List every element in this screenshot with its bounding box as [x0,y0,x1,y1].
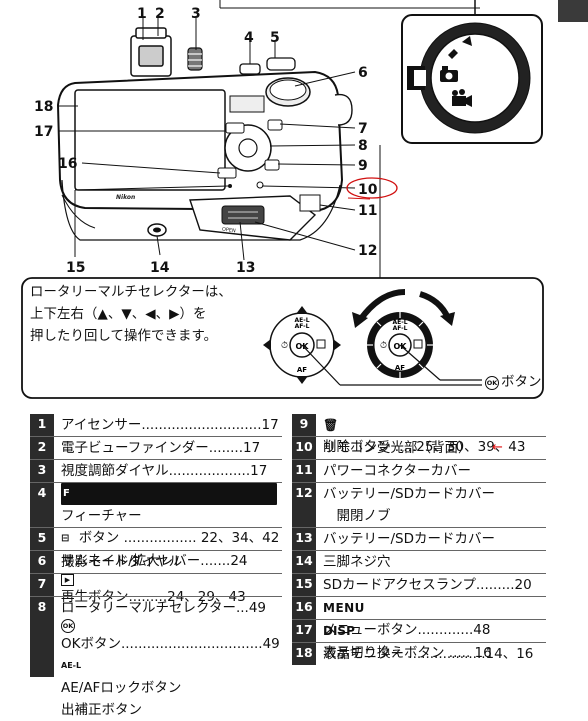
disp-icon: DISP [323,624,355,638]
mode-dial-body [265,77,311,107]
svg-text:OK: OK [296,342,310,351]
legend-item: 14 三脚ネジ穴 [292,551,391,573]
play-icon: ▶ [61,574,74,586]
callout-1: 1 [137,6,147,22]
selector-hint: ロータリーマルチセレクターは、 上下左右（▲、▼、◀、▶）を 押したり回して操作… [30,285,232,344]
callout-2: 2 [155,6,165,22]
lcd-monitor [74,89,226,191]
callout-12: 12 [358,243,377,259]
callout-14: 14 [150,260,170,276]
callout-8: 8 [358,138,368,154]
camera-diagram: Nikon OPEN 1 [21,0,544,399]
svg-text:⏱: ⏱ [380,341,387,351]
callout-10: 10 [358,182,378,198]
callout-17: 17 [34,124,53,140]
menu-icon: MENU [323,601,365,615]
callout-6: 6 [358,65,368,81]
trash-icon: 🗑 [323,418,339,432]
callout-3: 3 [191,6,201,22]
svg-text:AE-L: AE-L [392,319,407,326]
svg-text:AF: AF [297,366,307,374]
mode-dial-inset [401,0,543,144]
rear-selector [224,124,272,172]
callout-13: 13 [236,260,255,276]
ok-icon: OK [61,619,75,633]
f-icon: F [61,483,278,505]
legend-item: 13 バッテリー/SDカードカバー [292,528,495,550]
legend-item: 3 視度調節ダイヤル...................17 [30,460,267,482]
ok-icon: OK [485,376,499,390]
legend-item: 10 リモコン受光部（背面） [292,437,472,459]
callout-5: 5 [270,30,280,46]
legend-item: 2 電子ビューファインダー........17 [30,437,260,459]
callout-4: 4 [244,30,254,46]
battery-knob [221,205,265,225]
ael-afl-icon: AE-L [61,661,82,670]
legend-item: 6 撮影モードダイヤル [30,551,182,573]
callout-9: 9 [358,158,368,174]
callout-11: 11 [358,203,377,219]
evf [130,27,172,77]
svg-text:⏱: ⏱ [281,341,288,351]
zoom-icon: ⊟ [61,533,70,544]
svg-text:AE-L: AE-L [294,317,309,324]
red-arrow-icon: ← [492,440,503,455]
brand-logo: Nikon [116,194,135,201]
legend-item: 7 ▶再生ボタン.........24、29、43 [30,574,246,608]
legend-item: 18 液晶モニター ..................14、16 [292,643,533,665]
callout-16: 16 [58,156,77,172]
callout-18: 18 [34,99,53,115]
legend-item: 12 バッテリー/SDカードカバー 開閉ノブ [292,483,495,527]
callout-15: 15 [66,260,85,276]
legend-item: 16 MENU メニューボタン.............48 [292,597,490,641]
tripod-socket [147,223,167,237]
legend-item: 9 🗑削除ボタン .....25、30、39、43 [292,414,525,458]
side-tab [558,0,588,22]
svg-text:AF-L: AF-L [295,323,310,330]
legend-item: 1 アイセンサー............................17 [30,414,279,436]
legend-item: 11 パワーコネクターカバー [292,460,471,482]
callout-7: 7 [358,121,368,137]
diopter-dial [187,47,203,71]
legend-item: 5 ⊟サムネイル/拡大レバー.......24 [30,528,248,572]
svg-text:OPEN: OPEN [221,227,236,235]
legend-item: 15 SDカードアクセスランプ.........20 [292,574,532,596]
svg-text:AF-L: AF-L [393,325,408,332]
svg-text:OK: OK [394,342,408,351]
svg-text:AF: AF [395,364,405,372]
